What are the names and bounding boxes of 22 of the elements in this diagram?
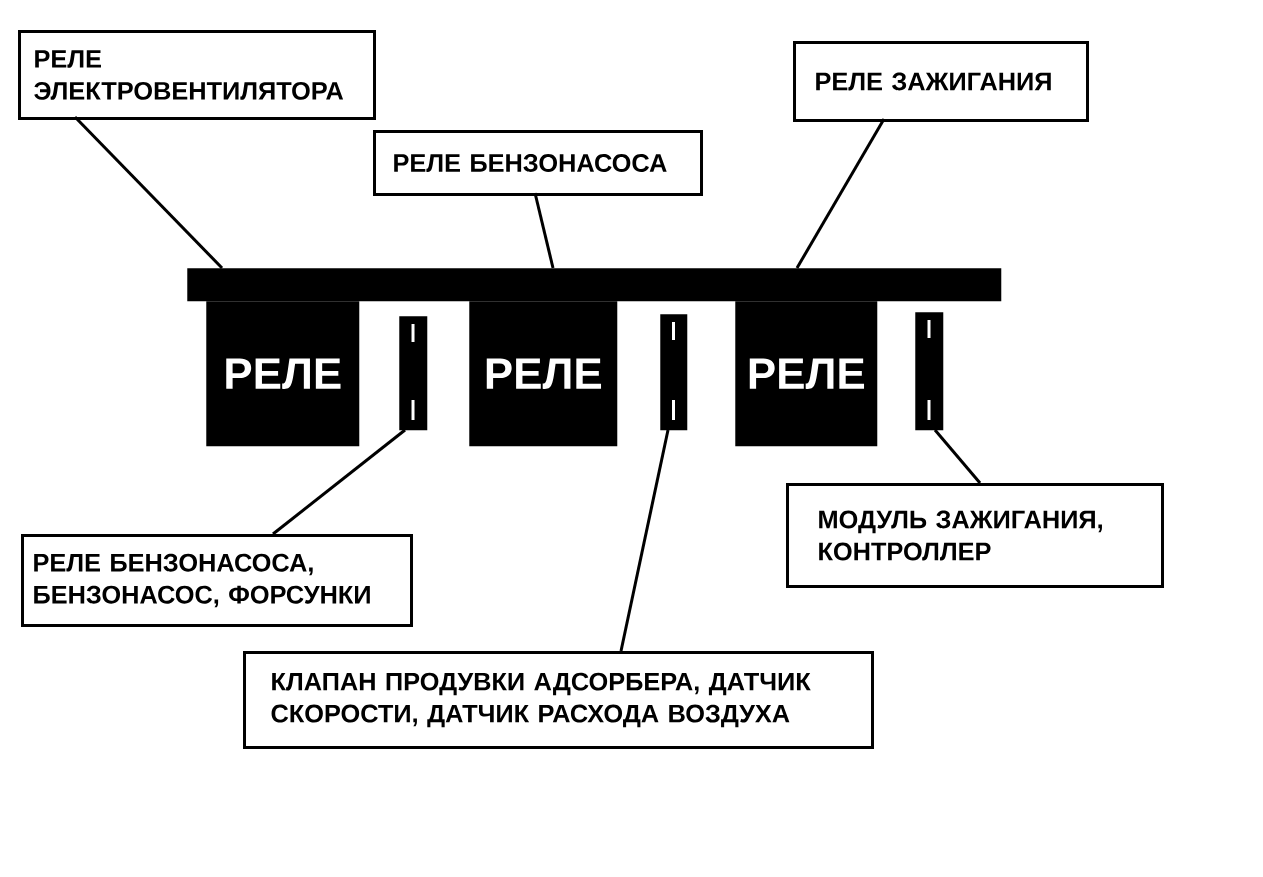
label-box: РЕЛЕ ЭЛЕКТРОВЕНТИЛЯТОРА <box>18 30 376 120</box>
node-label: РЕЛЕ <box>486 358 602 390</box>
fuse <box>660 314 688 431</box>
relay: РЕЛЕ <box>735 301 878 447</box>
fuse <box>915 312 944 431</box>
label-box: МОДУЛЬ ЗАЖИГАНИЯ, КОНТРОЛЛЕР <box>786 483 1164 588</box>
leader-line <box>933 429 982 484</box>
label-box: РЕЛЕ БЕНЗОНАСОСА <box>373 130 703 196</box>
relay: РЕЛЕ <box>206 301 360 447</box>
label-box: РЕЛЕ БЕНЗОНАСОСА, БЕНЗОНАСОС, ФОРСУНКИ <box>21 534 413 627</box>
leader-line <box>73 115 224 270</box>
leader-line <box>272 428 406 536</box>
relay: РЕЛЕ <box>469 301 618 447</box>
mounting-bar <box>187 268 1002 302</box>
label-box: КЛАПАН ПРОДУВКИ АДСОРБЕРА, ДАТЧИК СКОРОСТИ, ДАТЧИК РАСХОДА ВОЗДУХА <box>243 651 874 749</box>
node-label: РЕЛЕ <box>749 358 865 390</box>
leader-line <box>533 192 555 269</box>
node-label: РЕЛЕ <box>226 358 341 390</box>
fuse <box>399 316 428 431</box>
label-box: РЕЛЕ ЗАЖИГАНИЯ <box>793 41 1089 122</box>
leader-line <box>619 429 670 652</box>
leader-line <box>795 118 886 269</box>
